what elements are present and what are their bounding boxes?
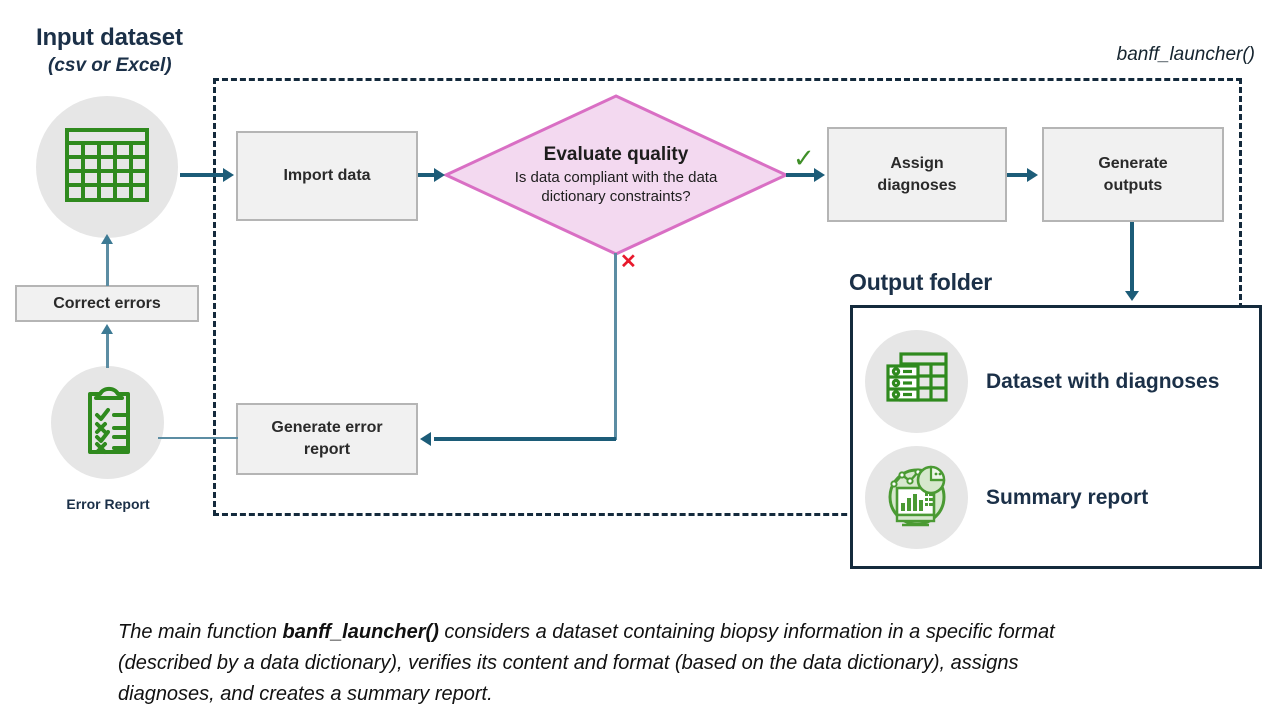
connector-error-report-to-correct <box>106 333 109 368</box>
spreadsheet-table-icon <box>64 127 150 208</box>
arrowhead-generate-to-output-folder <box>1125 291 1139 301</box>
input-dataset-icon-circle <box>36 96 178 238</box>
error-report-icon-circle <box>51 366 164 479</box>
arrowhead-decision-no-to-error-report <box>420 432 431 446</box>
output-item-label: Dataset with diagnoses <box>986 369 1220 393</box>
connector-assign-to-generate <box>1007 173 1029 177</box>
arrowhead-error-report-to-correct <box>101 324 113 334</box>
connector-import-to-decision <box>418 173 437 177</box>
process-box-import-data[interactable]: Import data <box>236 131 418 221</box>
error-report-caption: Error Report <box>66 496 150 512</box>
arrowhead-import-to-decision <box>434 168 445 182</box>
output-item-label: Summary report <box>986 485 1149 509</box>
arrowhead-decision-yes-to-assign <box>814 168 825 182</box>
process-box-correct-errors[interactable]: Correct errors <box>15 285 199 322</box>
decision-no-cross-icon: ✕ <box>620 251 637 273</box>
banff-launcher-label: banff_launcher() <box>1116 44 1255 65</box>
connector-decision-yes-to-assign <box>786 173 817 177</box>
dataset-diagnoses-icon-circle <box>865 330 968 433</box>
dataset-diagnoses-icon <box>885 350 949 413</box>
connector-decision-no-vertical <box>614 253 617 440</box>
connector-input-to-import <box>180 173 224 177</box>
process-box-generate-error-report[interactable]: Generate error report <box>236 403 418 475</box>
arrowhead-assign-to-generate <box>1027 168 1038 182</box>
summary-report-chart-icon <box>884 462 950 533</box>
output-item-summary-report[interactable]: Summary report <box>865 446 1148 549</box>
caption-function-name: banff_launcher() <box>282 621 439 643</box>
caption-part-1: The main function <box>118 621 283 643</box>
connector-correct-to-input <box>106 243 109 286</box>
arrowhead-correct-to-input <box>101 234 113 244</box>
connector-generate-to-output-folder <box>1130 222 1134 292</box>
arrowhead-input-to-import <box>223 168 234 182</box>
decision-diamond[interactable]: Evaluate quality Is data compliant with … <box>444 94 788 256</box>
caption-part-2: considers a dataset containing biopsy in… <box>118 621 1055 705</box>
connector-decision-no-to-error-report <box>434 437 616 441</box>
clipboard-checklist-icon <box>76 384 140 461</box>
process-box-generate-outputs[interactable]: Generate outputs <box>1042 127 1224 222</box>
summary-report-icon-circle <box>865 446 968 549</box>
connector-error-report-to-icon <box>158 437 238 439</box>
output-item-dataset-with-diagnoses[interactable]: Dataset with diagnoses <box>865 330 1219 433</box>
input-dataset-title: Input dataset <box>36 24 183 51</box>
banff-launcher-boundary <box>213 78 1242 516</box>
input-dataset-subtitle: (csv or Excel) <box>48 55 172 76</box>
process-box-assign-diagnoses[interactable]: Assign diagnoses <box>827 127 1007 222</box>
output-folder-panel: Dataset with diagnoses <box>850 305 1262 569</box>
figure-caption: The main function banff_launcher() consi… <box>118 617 1118 710</box>
output-folder-title: Output folder <box>849 269 993 295</box>
decision-yes-check-icon: ✓ <box>793 143 815 173</box>
